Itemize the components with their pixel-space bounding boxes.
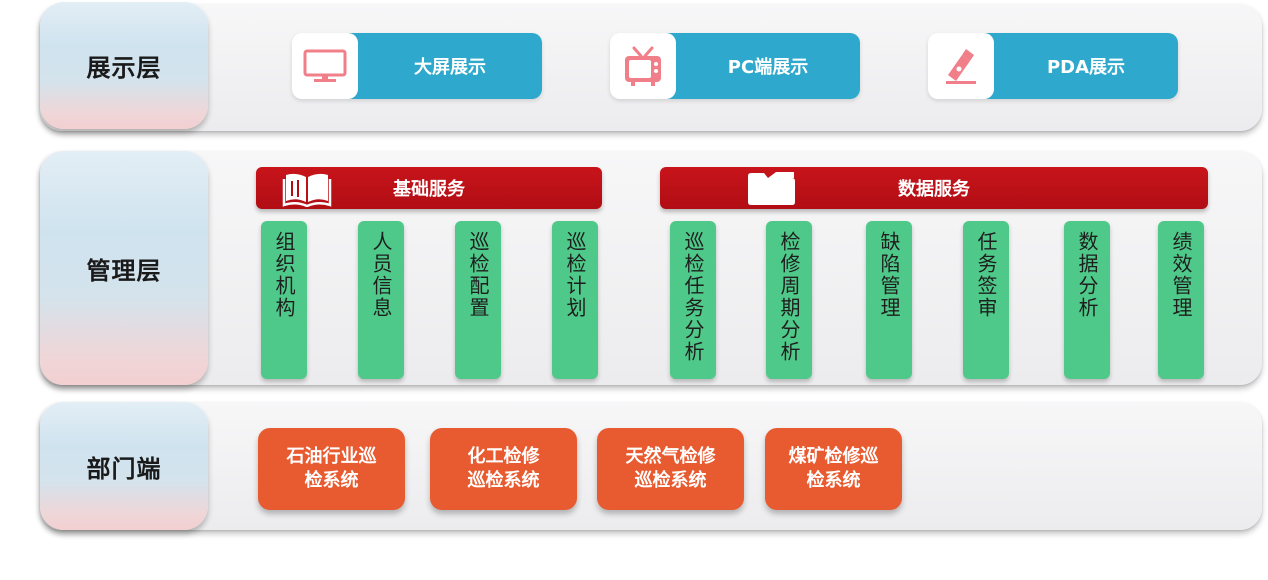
pen-icon bbox=[928, 33, 994, 99]
department-line1: 天然气检修 bbox=[625, 446, 716, 467]
presentation-card-bigscreen[interactable]: 大屏展示 bbox=[292, 33, 542, 99]
folder-icon bbox=[746, 170, 798, 211]
presentation-label: 大屏展示 bbox=[346, 33, 542, 99]
presentation-label: PC端展示 bbox=[664, 33, 860, 99]
book-icon bbox=[282, 169, 332, 212]
department-line2: 巡检系统 bbox=[634, 470, 707, 491]
data-item-performance[interactable]: 绩效管理 bbox=[1158, 221, 1204, 379]
department-line2: 检系统 bbox=[304, 470, 359, 491]
data-item-data-analysis[interactable]: 数据分析 bbox=[1064, 221, 1110, 379]
bar-label: 巡检计划 bbox=[563, 231, 587, 319]
bar-label: 缺陷管理 bbox=[877, 231, 901, 319]
bar-label: 巡检任务分析 bbox=[681, 231, 705, 363]
bar-label: 任务签审 bbox=[974, 231, 998, 319]
layer-label-management: 管理层 bbox=[40, 151, 208, 385]
tv-icon bbox=[610, 33, 676, 99]
department-line1: 石油行业巡 bbox=[286, 446, 377, 467]
bar-label: 绩效管理 bbox=[1169, 231, 1193, 319]
basic-service-header: 基础服务 bbox=[256, 167, 602, 209]
department-petroleum[interactable]: 石油行业巡检系统 bbox=[258, 428, 405, 510]
department-line1: 化工检修 bbox=[467, 446, 540, 467]
presentation-card-pc[interactable]: PC端展示 bbox=[610, 33, 860, 99]
presentation-label: PDA展示 bbox=[982, 33, 1178, 99]
bar-label: 人员信息 bbox=[369, 231, 393, 319]
layer-label-presentation: 展示层 bbox=[40, 2, 208, 129]
department-line1: 煤矿检修巡 bbox=[788, 446, 879, 467]
data-item-task-analysis[interactable]: 巡检任务分析 bbox=[670, 221, 716, 379]
bar-label: 数据分析 bbox=[1075, 231, 1099, 319]
data-service-header: 数据服务 bbox=[660, 167, 1208, 209]
department-line2: 检系统 bbox=[806, 470, 861, 491]
bar-label: 巡检配置 bbox=[466, 231, 490, 319]
basic-item-inspection-config[interactable]: 巡检配置 bbox=[455, 221, 501, 379]
basic-service-label: 基础服务 bbox=[393, 179, 465, 200]
layer-label-department: 部门端 bbox=[40, 402, 208, 530]
department-natural-gas[interactable]: 天然气检修巡检系统 bbox=[597, 428, 744, 510]
data-item-task-review[interactable]: 任务签审 bbox=[963, 221, 1009, 379]
basic-item-org-structure[interactable]: 组织机构 bbox=[261, 221, 307, 379]
data-service-label: 数据服务 bbox=[898, 179, 970, 200]
basic-item-personnel[interactable]: 人员信息 bbox=[358, 221, 404, 379]
data-item-defect-management[interactable]: 缺陷管理 bbox=[866, 221, 912, 379]
basic-item-inspection-plan[interactable]: 巡检计划 bbox=[552, 221, 598, 379]
presentation-card-pda[interactable]: PDA展示 bbox=[928, 33, 1178, 99]
bar-label: 检修周期分析 bbox=[777, 231, 801, 363]
data-item-maintenance-cycle[interactable]: 检修周期分析 bbox=[766, 221, 812, 379]
bar-label: 组织机构 bbox=[272, 231, 296, 319]
monitor-icon bbox=[292, 33, 358, 99]
department-coal-mine[interactable]: 煤矿检修巡检系统 bbox=[765, 428, 902, 510]
department-chemical[interactable]: 化工检修巡检系统 bbox=[430, 428, 577, 510]
department-line2: 巡检系统 bbox=[467, 470, 540, 491]
